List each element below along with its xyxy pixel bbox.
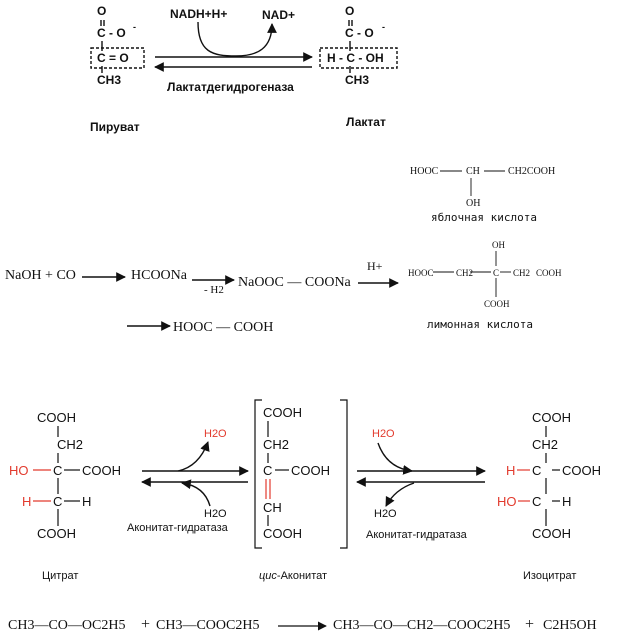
citrate-c: C bbox=[53, 463, 63, 478]
malic-caption: яблочная кислота bbox=[431, 211, 537, 224]
pyruvate-ch3: CH3 bbox=[97, 73, 122, 87]
enzyme-aconitase-left: Аконитат-гидратаза bbox=[127, 522, 228, 534]
citric-caption: лимонная кислота bbox=[427, 318, 533, 331]
pyruvate-keto: C = O bbox=[97, 51, 129, 65]
claisen-plus-1: + bbox=[141, 616, 151, 633]
citrate-ch2: CH2 bbox=[57, 437, 84, 452]
cis-aconitate-top: COOH bbox=[263, 405, 302, 420]
label-citrate: Цитрат bbox=[42, 570, 79, 582]
malic-oh: OH bbox=[466, 198, 481, 209]
label-isocitrate: Изоцитрат bbox=[523, 570, 577, 582]
malic-middle: CH bbox=[466, 166, 480, 177]
pyruvate-minus: - bbox=[133, 22, 136, 32]
isocitrate-c: C bbox=[532, 463, 542, 478]
isocitrate-top: COOH bbox=[532, 410, 571, 425]
cis-aconitate-ch2: CH2 bbox=[263, 437, 290, 452]
isocitrate-h: H bbox=[506, 463, 516, 478]
claisen-product-1: CH3—CO—CH2—COOC2H5 bbox=[333, 618, 511, 633]
oxalic-salt: NaOOC — COONa bbox=[238, 275, 351, 290]
claisen-reactant-1: CH3—CO—OC2H5 bbox=[8, 618, 126, 633]
enzyme-ldh: Лактатдегидрогеназа bbox=[167, 80, 294, 94]
cis-aconitate-ch: CH bbox=[263, 500, 282, 515]
citrate-cooh: COOH bbox=[82, 463, 121, 478]
citrate-top: COOH bbox=[37, 410, 76, 425]
water-1-in-curve bbox=[181, 479, 211, 507]
citric-right: COOH bbox=[536, 268, 562, 278]
water-1-out: H2O bbox=[204, 428, 227, 440]
oxalic-product: HOOC — COOH bbox=[173, 320, 274, 335]
isocitrate-c2: C bbox=[532, 494, 542, 509]
oxalic-formate: HCOONa bbox=[131, 268, 187, 283]
isocitrate-cooh: COOH bbox=[562, 463, 601, 478]
nad-label: NAD+ bbox=[262, 8, 296, 22]
oxalic-acid-h: H+ bbox=[367, 259, 383, 273]
nadh-curve-arrow bbox=[197, 21, 277, 57]
citric-oh: OH bbox=[492, 240, 505, 250]
lactate-box bbox=[319, 47, 398, 69]
pyruvate-keto-box bbox=[90, 47, 145, 69]
citrate-h-left: H bbox=[22, 494, 32, 509]
nadh-label: NADH+H+ bbox=[170, 7, 228, 21]
oxalic-minus-h2: - H2 bbox=[204, 284, 224, 296]
oxalic-start: NaOH + CO bbox=[5, 268, 76, 283]
lactate-coo: C - O bbox=[345, 26, 374, 40]
water-2-out-curve bbox=[385, 482, 415, 507]
water-1-out-curve bbox=[177, 441, 210, 472]
label-cis-prefix: цис bbox=[259, 570, 277, 582]
citric-center: C bbox=[493, 268, 500, 278]
claisen-plus-2: + bbox=[525, 616, 535, 633]
lactate-ch3: CH3 bbox=[345, 73, 370, 87]
pyruvate-o-top: O bbox=[97, 4, 107, 18]
pyruvate-coo: C - O bbox=[97, 26, 126, 40]
malic-right: CH2COOH bbox=[508, 166, 556, 177]
enzyme-aconitase-right: Аконитат-гидратаза bbox=[366, 529, 467, 541]
isocitrate-ho: HO bbox=[497, 494, 517, 509]
lactate-minus: - bbox=[382, 22, 385, 32]
water-2-in: H2O bbox=[372, 428, 395, 440]
water-1-in: H2O bbox=[204, 508, 227, 520]
label-cis-rest: -Аконитат bbox=[276, 570, 328, 582]
citric-left: HOOC bbox=[408, 268, 434, 278]
citrate-h-right: H bbox=[82, 494, 92, 509]
cis-bracket-right bbox=[340, 399, 348, 549]
citrate-bottom: COOH bbox=[37, 526, 76, 541]
claisen-reactant-2: CH3—COOC2H5 bbox=[156, 618, 260, 633]
citric-ch2-left: CH2 bbox=[456, 268, 474, 278]
isocitrate-h-right: H bbox=[562, 494, 572, 509]
water-2-out: H2O bbox=[374, 508, 397, 520]
lactate-center: H - C - OH bbox=[327, 51, 384, 65]
label-cis-aconitate: цис-Аконитат bbox=[259, 570, 327, 582]
isocitrate-ch2: CH2 bbox=[532, 437, 559, 452]
lactate-o-top: O bbox=[345, 4, 355, 18]
label-pyruvate: Пируват bbox=[90, 120, 140, 134]
claisen-product-2: C2H5OH bbox=[543, 618, 597, 633]
citric-ch2-right: CH2 bbox=[513, 268, 531, 278]
malic-left: HOOC bbox=[410, 166, 439, 177]
cis-aconitate-c: C bbox=[263, 463, 273, 478]
citrate-c2: C bbox=[53, 494, 63, 509]
citrate-ho: HO bbox=[9, 463, 29, 478]
water-2-in-curve bbox=[377, 442, 413, 475]
cis-aconitate-bottom: COOH bbox=[263, 526, 302, 541]
isocitrate-bottom: COOH bbox=[532, 526, 571, 541]
cis-aconitate-cooh: COOH bbox=[291, 463, 330, 478]
label-lactate: Лактат bbox=[346, 115, 386, 129]
citric-bottom: COOH bbox=[484, 299, 510, 309]
cis-bracket-left bbox=[254, 399, 262, 549]
